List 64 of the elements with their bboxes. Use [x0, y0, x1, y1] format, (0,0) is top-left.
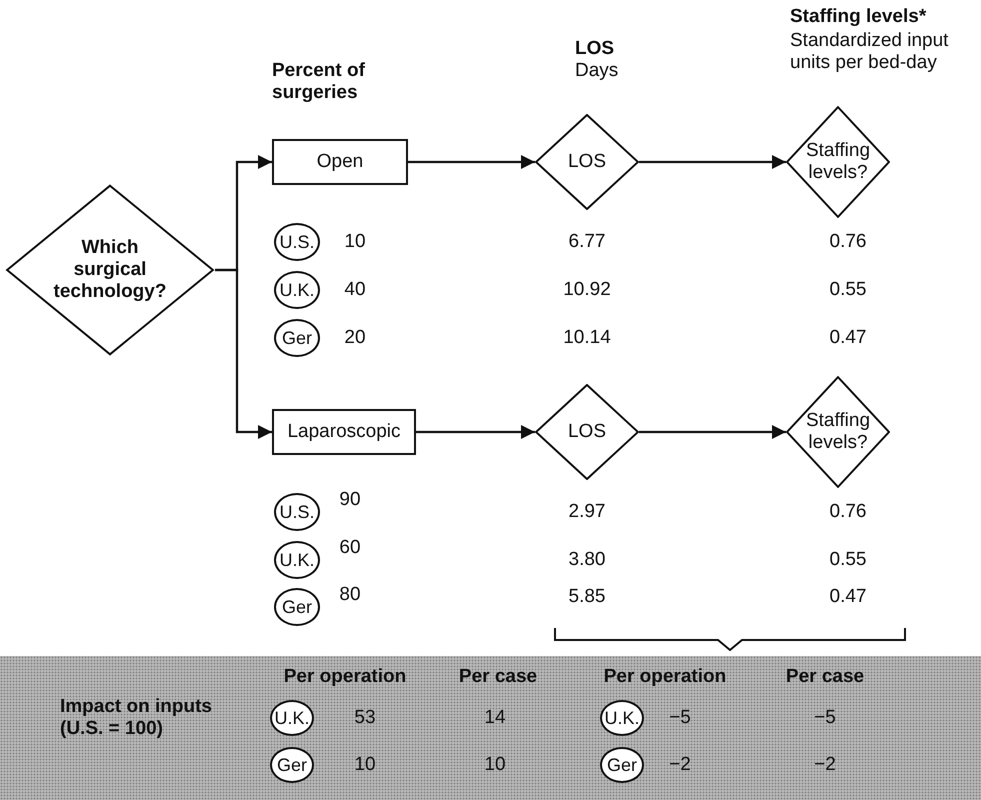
percent-value: 90: [339, 489, 361, 511]
row-heading: Impact on inputs (U.S. = 100): [60, 696, 213, 740]
country-badge: Ger: [270, 747, 314, 783]
arrow: [408, 155, 535, 169]
percent-value: 60: [339, 537, 361, 559]
diamond-label: Staffing levels?: [804, 140, 872, 184]
percent-value: 20: [344, 327, 366, 349]
text-label: 2.97: [568, 501, 606, 523]
country-badge: U.K.: [600, 700, 644, 736]
text-label: 0.76: [830, 501, 866, 523]
arrow: [215, 268, 272, 439]
process-box: Open: [272, 139, 408, 185]
text-label: 6.77: [568, 231, 606, 253]
text-label: 0.47: [830, 586, 866, 608]
percent-value: 10: [354, 754, 376, 776]
text-label: Staffing levels*: [790, 6, 926, 28]
text-label: Days: [575, 60, 618, 82]
text-label: 10.92: [563, 279, 611, 301]
diamond-label: LOS: [568, 151, 606, 173]
decision-diamond: [535, 384, 639, 480]
text-label: Percent of surgeries: [272, 60, 366, 104]
text-label: 10.14: [563, 327, 611, 349]
arrow: [416, 425, 535, 439]
text-label: LOS: [575, 38, 614, 60]
shaded-band: [0, 656, 981, 800]
diamond-label: Staffing levels?: [804, 410, 872, 454]
country-badge: Ger: [600, 747, 644, 783]
country-badge: U.S.: [274, 223, 320, 261]
text-label: −2: [814, 754, 836, 776]
percent-value: 80: [339, 584, 361, 606]
percent-value: 40: [344, 279, 366, 301]
country-badge: U.K.: [274, 541, 320, 579]
text-label: 0.47: [830, 327, 866, 349]
process-box: Laparoscopic: [272, 409, 416, 455]
text-label: 5.85: [568, 586, 606, 608]
country-badge: U.S.: [274, 493, 320, 531]
decision-diamond: [535, 114, 639, 210]
country-badge: Ger: [274, 319, 320, 357]
percent-value: −5: [669, 707, 691, 729]
decision-diamond: [786, 106, 890, 218]
percent-value: −2: [669, 754, 691, 776]
text-label: 14: [484, 707, 506, 729]
country-badge: U.K.: [274, 271, 320, 309]
text-label: Per case: [786, 666, 864, 688]
percent-value: 53: [354, 707, 376, 729]
arrow: [639, 425, 786, 439]
country-badge: Ger: [274, 588, 320, 626]
text-label: 3.80: [568, 549, 606, 571]
country-badge: U.K.: [270, 700, 314, 736]
text-label: 0.55: [830, 549, 866, 571]
text-label: Standardized input units per bed-day: [790, 30, 950, 74]
decision-diamond: [5, 184, 215, 356]
diamond-label: Which surgical technology?: [52, 237, 168, 303]
text-label: Per operation: [604, 666, 726, 688]
text-label: −5: [814, 707, 836, 729]
arrow: [639, 155, 786, 169]
diamond-label: LOS: [568, 421, 606, 443]
text-label: 0.55: [830, 279, 866, 301]
text-label: Per operation: [284, 666, 406, 688]
text-label: 10: [484, 754, 506, 776]
decision-diamond: [786, 376, 890, 488]
text-label: 0.76: [830, 231, 866, 253]
percent-value: 10: [344, 231, 366, 253]
text-label: Per case: [458, 666, 538, 688]
